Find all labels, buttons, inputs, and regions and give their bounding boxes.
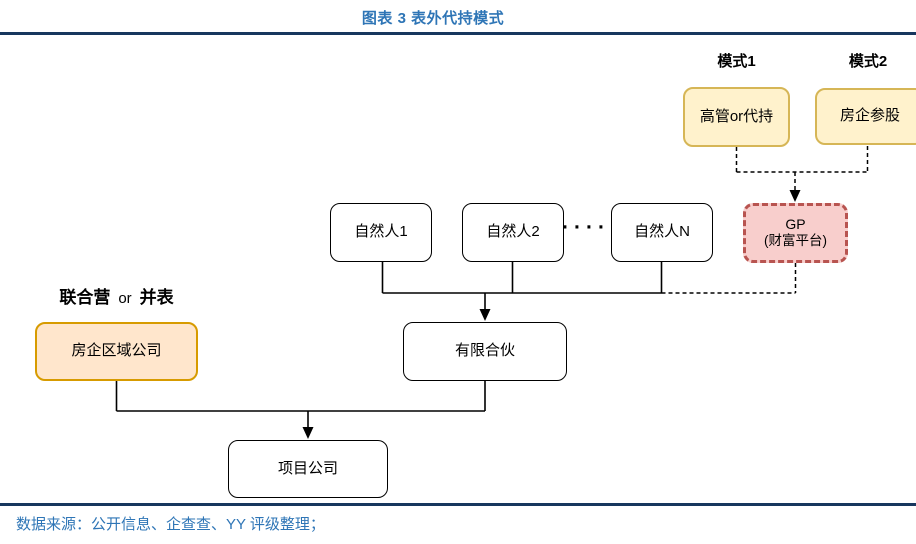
node-natural-person-2: 自然人2 bbox=[462, 203, 564, 262]
bottom-divider-line bbox=[0, 503, 916, 506]
mode1-label: 模式1 bbox=[717, 53, 756, 70]
arrowhead-partnership bbox=[479, 309, 491, 321]
to-project-lines bbox=[115, 380, 486, 412]
ellipsis-dots: ···· bbox=[562, 216, 610, 239]
modes-to-gp-dashed-lines bbox=[735, 146, 869, 192]
or-text: or bbox=[118, 290, 132, 307]
node-natural-person-n: 自然人N bbox=[611, 203, 713, 262]
arrowhead-project bbox=[302, 427, 314, 439]
mode2-label: 模式2 bbox=[848, 53, 888, 70]
node-executive-nominee: 高管or代持 bbox=[683, 87, 790, 147]
natural-to-partnership-lines bbox=[381, 262, 663, 294]
node-limited-partnership: 有限合伙 bbox=[403, 322, 567, 381]
top-divider-line bbox=[0, 32, 916, 35]
figure-title: 图表 3 表外代持模式 bbox=[361, 10, 505, 27]
node-project-company: 项目公司 bbox=[228, 440, 388, 498]
arrowhead-gp bbox=[789, 190, 801, 202]
consolidate-text: 并表 bbox=[139, 288, 174, 307]
gp-label: GP bbox=[785, 215, 806, 232]
node-natural-person-1: 自然人1 bbox=[330, 203, 432, 262]
consolidation-label: 联合营 or 并表 bbox=[35, 283, 198, 308]
data-source-note: 数据来源：公开信息、企查查、YY 评级整理； bbox=[16, 516, 325, 533]
node-developer-stake: 房企参股 bbox=[815, 88, 916, 145]
gp-sublabel: (财富平台) bbox=[764, 233, 827, 249]
node-regional-company: 房企区域公司 bbox=[35, 322, 198, 381]
node-gp-wealth-platform: GP (财富平台) bbox=[743, 203, 848, 263]
joint-venture-text: 联合营 bbox=[59, 288, 111, 307]
gp-to-partnership-dashed-lines bbox=[661, 263, 797, 294]
